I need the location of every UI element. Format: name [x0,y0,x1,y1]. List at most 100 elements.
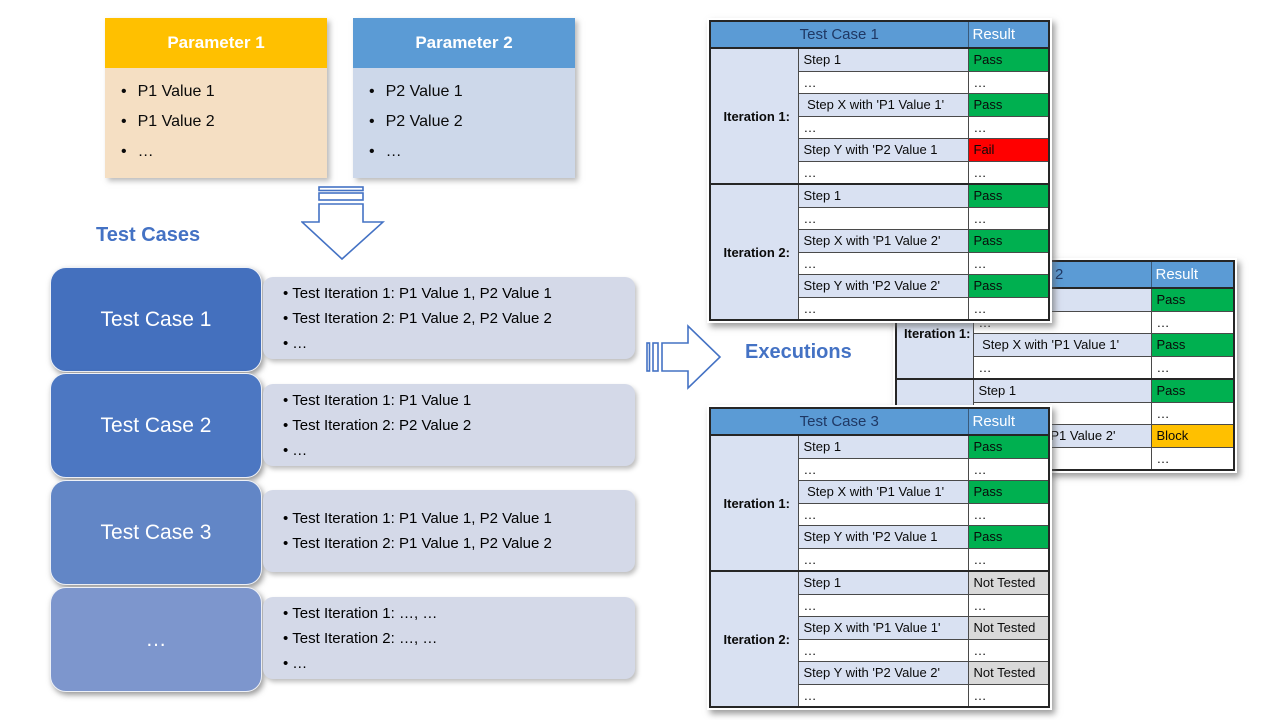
result-cell: Block [1150,424,1235,448]
iteration-item: Test Iteration 2: P1 Value 1, P2 Value 2 [283,531,627,556]
result-cell: … [967,502,1050,526]
iteration-item: … [283,651,627,676]
iteration-label-cell: Iteration 2: [709,570,799,708]
table-row: Step X with 'P1 Value 1'Not Tested [710,616,1050,640]
parameter-value-item: P1 Value 2 [121,107,327,137]
step-cell: Step 1 [797,183,969,208]
step-cell: … [797,115,969,139]
result-cell: … [1150,355,1235,380]
result-cell: … [967,547,1050,572]
result-cell: … [967,593,1050,617]
step-cell: Step Y with 'P2 Value 1 [797,138,969,162]
iteration-item: Test Iteration 2: P1 Value 2, P2 Value 2 [283,306,627,331]
table-row: …… [896,355,1235,380]
test-case-pill-more: … [50,587,262,692]
step-cell: Step X with 'P1 Value 1' [972,333,1152,357]
result-cell: Pass [967,525,1050,549]
parameter-2-value-list: P2 Value 1P2 Value 2… [353,68,575,178]
test-cases-heading: Test Cases [96,224,201,246]
result-cell: … [1150,401,1235,425]
test-case-pill-label: Test Case 2 [100,413,212,437]
step-cell: … [797,206,969,230]
table-row: Step X with 'P1 Value 2'Pass [710,229,1050,253]
table-row: Step X with 'P1 Value 1'Pass [710,93,1050,117]
iteration-item: Test Iteration 1: P1 Value 1 [283,388,627,413]
test-case-pill-1: Test Case 1 [50,267,262,372]
step-cell: … [797,251,969,275]
step-cell: Step Y with 'P2 Value 1 [797,525,969,549]
result-cell: Pass [967,274,1050,298]
table-title: Test Case 3 [709,407,969,436]
iteration-item: … [283,331,627,356]
down-arrow-icon [301,186,385,261]
right-arrow-icon [646,324,722,390]
result-cell: Pass [967,47,1050,72]
result-cell: … [1150,310,1235,334]
test-case-pill-2: Test Case 2 [50,373,262,478]
iteration-list-box-more: Test Iteration 1: …, …Test Iteration 2: … [263,597,635,679]
parameter-2-title: Parameter 2 [353,18,575,68]
table-title: Test Case 1 [709,20,969,49]
result-cell: … [967,457,1050,481]
parameter-value-item: P2 Value 2 [369,107,575,137]
step-cell: Step 1 [797,570,969,595]
result-cell: … [967,206,1050,230]
iteration-list-box-1: Test Iteration 1: P1 Value 1, P2 Value 1… [263,277,635,359]
parameter-value-item: … [121,137,327,167]
table-row: Step Y with 'P2 Value 2'Not Tested [710,661,1050,685]
result-cell: … [967,160,1050,185]
parameter-1-title: Parameter 1 [105,18,327,68]
test-case-pill-label: … [145,627,167,651]
step-cell: … [797,683,969,708]
test-case-pill-label: Test Case 3 [100,520,212,544]
result-cell: Pass [967,229,1050,253]
table-row: …… [710,206,1050,230]
step-cell: Step Y with 'P2 Value 2' [797,274,969,298]
result-cell: … [1150,446,1235,471]
iteration-list-box-3: Test Iteration 1: P1 Value 1, P2 Value 1… [263,490,635,572]
step-cell: Step 1 [797,47,969,72]
iteration-item: Test Iteration 1: …, … [283,601,627,626]
parameter-value-item: P2 Value 1 [369,77,575,107]
result-cell: Not Tested [967,616,1050,640]
step-cell: … [797,457,969,481]
step-cell: Step 1 [972,378,1152,403]
parameter-value-item: P1 Value 1 [121,77,327,107]
result-cell: … [967,70,1050,94]
table-row: …… [710,115,1050,139]
result-cell: Pass [967,183,1050,208]
result-cell: … [967,683,1050,708]
result-cell: … [967,115,1050,139]
step-cell: … [797,547,969,572]
table-row: Step X with 'P1 Value 1'Pass [710,480,1050,504]
result-cell: Pass [1150,287,1235,312]
result-cell: … [967,251,1050,275]
test-case-pill-3: Test Case 3 [50,480,262,585]
iteration-item: Test Iteration 2: …, … [283,626,627,651]
table-row: …… [710,70,1050,94]
step-cell: … [797,70,969,94]
iteration-item: Test Iteration 1: P1 Value 1, P2 Value 1 [283,506,627,531]
result-cell: Not Tested [967,661,1050,685]
iteration-item: Test Iteration 2: P2 Value 2 [283,413,627,438]
iteration-item: … [283,438,627,463]
table-row: …… [710,160,1050,185]
result-cell: Fail [967,138,1050,162]
result-cell: Pass [967,480,1050,504]
parameter-1-box: Parameter 1 P1 Value 1P1 Value 2… [105,18,327,178]
result-cell: Pass [967,93,1050,117]
step-cell: … [797,593,969,617]
step-cell: … [797,638,969,662]
test-case-pill-label: Test Case 1 [100,307,212,331]
result-cell: Pass [967,434,1050,459]
result-header-cell: Result [1150,260,1235,289]
result-cell: Not Tested [967,570,1050,595]
iteration-label-cell: Iteration 1: [709,47,799,185]
